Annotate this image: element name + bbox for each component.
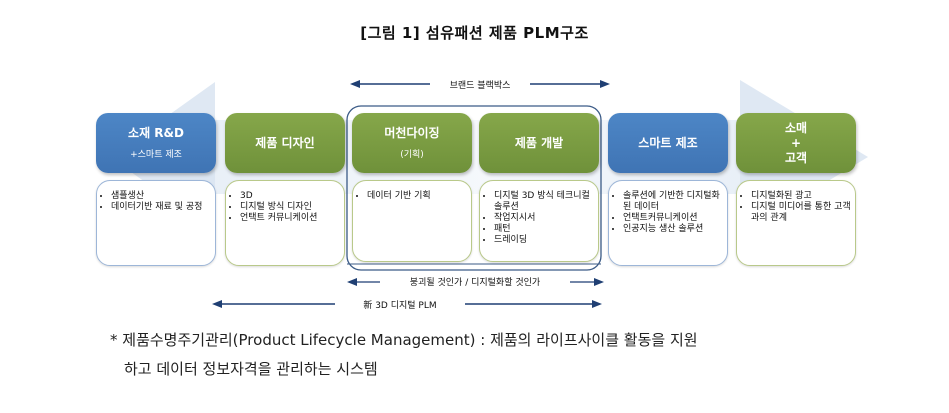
digital-question-label: 붕괴될 것인가 / 디지털화할 것인가 [380, 275, 570, 288]
list-item: 디지털화된 광고 [751, 191, 851, 202]
stage-retail-customer-details: 디지털화된 광고 디지털 미디어를 통한 고객과의 관계 [736, 180, 856, 266]
list-item: 샘플생산 [111, 191, 211, 202]
list-item: 디지털 3D 방식 테크니컬 솔루션 [494, 191, 594, 213]
stage-material-rnd-details: 샘플생산 데이터기반 재료 및 공정 [96, 180, 216, 266]
list-item: 솔루션에 기반한 디지털화된 데이터 [623, 191, 723, 213]
stage-title: 머천다이징 [384, 126, 440, 140]
list-item: 작업지시서 [494, 213, 594, 224]
list-item: 언택트커뮤니케이션 [623, 213, 723, 224]
stage-title: 소재 R&D [128, 126, 184, 140]
list-item: 언택트 커뮤니케이션 [240, 213, 340, 224]
stage-product-development: 제품 개발 [479, 113, 599, 173]
list-item: 데이터 기반 기획 [367, 191, 467, 202]
stage-title: 소매 + 고객 [784, 120, 808, 165]
stage-product-design: 제품 디자인 [225, 113, 345, 173]
list-item: 3D [240, 191, 340, 202]
stage-merchandising: 머천다이징 (기획) [352, 113, 472, 173]
stage-material-rnd: 소재 R&D +스마트 제조 [96, 113, 216, 173]
list-item: 인공지능 생산 솔루션 [623, 224, 723, 235]
list-item: 데이터기반 재료 및 공정 [111, 202, 211, 213]
brand-black-box-frame [346, 105, 602, 271]
stage-retail-customer: 소매 + 고객 [736, 113, 856, 173]
stage-merchandising-details: 데이터 기반 기획 [352, 180, 472, 262]
stage-subtitle: (기획) [400, 150, 424, 160]
stage-title: 제품 개발 [514, 135, 564, 150]
list-item: 패턴 [494, 224, 594, 235]
stage-title: 제품 디자인 [255, 135, 315, 150]
stage-subtitle: +스마트 제조 [130, 150, 182, 160]
stage-product-design-details: 3D 디지털 방식 디자인 언택트 커뮤니케이션 [225, 180, 345, 266]
footnote-line-2: 하고 데이터 정보자격을 관리하는 시스템 [124, 360, 378, 378]
new-plm-label: 新 3D 디지털 PLM [335, 298, 465, 311]
footnote-line-1: * 제품수명주기관리(Product Lifecycle Management)… [110, 331, 698, 349]
stage-smart-manufacturing: 스마트 제조 [608, 113, 728, 173]
figure-title: [그림 1] 섬유패션 제품 PLM구조 [360, 24, 589, 42]
list-item: 디지털 미디어를 통한 고객과의 관계 [751, 202, 851, 224]
list-item: 디지털 방식 디자인 [240, 202, 340, 213]
stage-smart-manufacturing-details: 솔루션에 기반한 디지털화된 데이터 언택트커뮤니케이션 인공지능 생산 솔루션 [608, 180, 728, 266]
stage-product-development-details: 디지털 3D 방식 테크니컬 솔루션 작업지시서 패턴 드레이딩 [479, 180, 599, 262]
footnote: * 제품수명주기관리(Product Lifecycle Management)… [110, 326, 870, 384]
stage-title: 스마트 제조 [638, 135, 698, 150]
list-item: 드레이딩 [494, 235, 594, 246]
brand-black-box-label: 브랜드 블랙박스 [430, 78, 530, 91]
